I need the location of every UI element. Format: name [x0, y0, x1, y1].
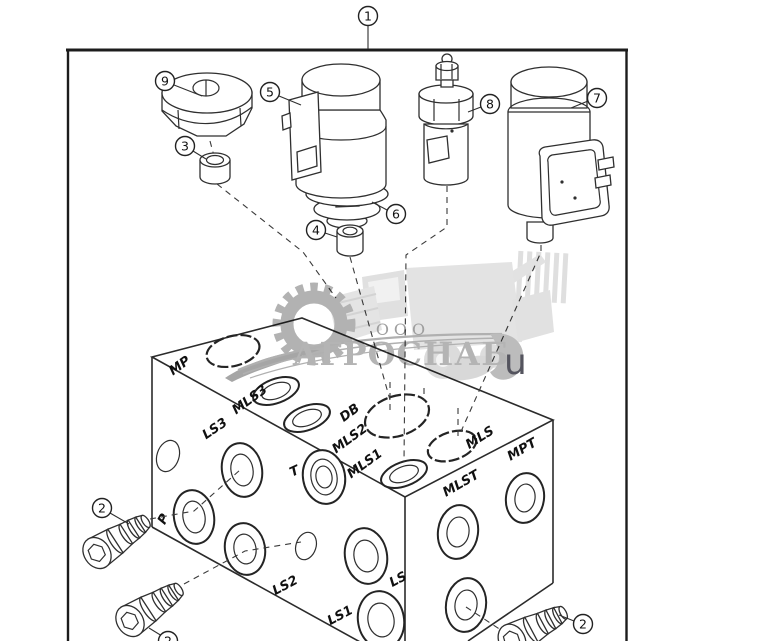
callout-2-bottom: 2	[157, 630, 179, 641]
port-t-boss	[301, 449, 347, 505]
coil-connector	[538, 139, 615, 226]
port-db-hole	[363, 393, 431, 439]
callout-1: 1	[357, 5, 379, 27]
callout-2-left: 2	[91, 497, 113, 519]
callout-2-number: 2	[98, 501, 106, 516]
callout-4-number: 4	[312, 223, 320, 238]
callout-9-number: 9	[161, 74, 169, 89]
connector-pin	[597, 156, 615, 171]
callout-7-number: 7	[593, 91, 601, 106]
callout-8: 8	[479, 93, 501, 115]
port-mls1-boss	[380, 459, 428, 489]
callout-3-number: 3	[181, 139, 189, 154]
callout-2-number: 2	[579, 617, 587, 632]
callout-2-number: 2	[164, 634, 172, 641]
part-2-plug-left	[76, 505, 158, 575]
watermark: ООО АГРОСНАБ	[225, 250, 569, 382]
callout-1-number: 1	[364, 9, 372, 24]
part-8-relief-valve	[418, 53, 474, 186]
port-mls2-boss	[283, 403, 331, 433]
callout-6: 6	[385, 203, 407, 225]
part-7-solenoid-coil	[507, 66, 615, 244]
port-mls3-boss	[252, 376, 300, 406]
port-mpt-boss	[504, 472, 546, 524]
callout-9: 9	[154, 70, 176, 92]
part-4-bushing	[336, 224, 364, 257]
callout-7: 7	[586, 87, 608, 109]
swoosh	[225, 332, 524, 382]
callout-2-right: 2	[572, 613, 594, 635]
port-ls-boss	[343, 527, 389, 585]
callout-leaders	[109, 26, 589, 637]
watermark-name: АГРОСНАБ	[292, 335, 509, 373]
part-3-bushing	[199, 152, 231, 185]
valve-block: MP MLS3 DB MLS2 MLS1 MLS MPT MLST LS3 T …	[149, 317, 555, 641]
callout-4: 4	[305, 219, 327, 241]
port-ls2-boss	[223, 522, 267, 576]
leaf-swirl	[490, 333, 524, 380]
port-label-ls: LS	[387, 569, 410, 591]
part-5-solenoid-valve	[281, 63, 389, 229]
port-ls3-boss	[220, 442, 264, 498]
callout-8-number: 8	[486, 97, 494, 112]
port-p-boss	[172, 489, 216, 545]
figure-border	[66, 48, 628, 641]
port-ls1-boss	[356, 590, 406, 641]
coil-tip	[526, 221, 554, 244]
part-9-cap-nut	[161, 72, 253, 137]
part-2-plug-lower	[109, 573, 191, 641]
valve-top	[301, 63, 381, 97]
callout-3: 3	[174, 135, 196, 157]
watermark-u-mark: u	[504, 342, 527, 383]
block-top-face	[152, 318, 553, 497]
port-mp-hole	[205, 333, 261, 369]
port-bottom-right-boss	[444, 577, 488, 633]
callout-6-number: 6	[392, 207, 400, 222]
connector-pin	[594, 174, 612, 189]
block-front-face	[152, 357, 405, 641]
watermark-ooo: ООО	[376, 320, 430, 339]
coil-top	[510, 66, 588, 98]
assembly-dashed-lines	[149, 140, 542, 635]
port-mlst-boss	[436, 504, 480, 560]
callout-5-number: 5	[266, 85, 274, 100]
callout-5: 5	[259, 81, 281, 103]
port-side-oval	[155, 439, 181, 473]
